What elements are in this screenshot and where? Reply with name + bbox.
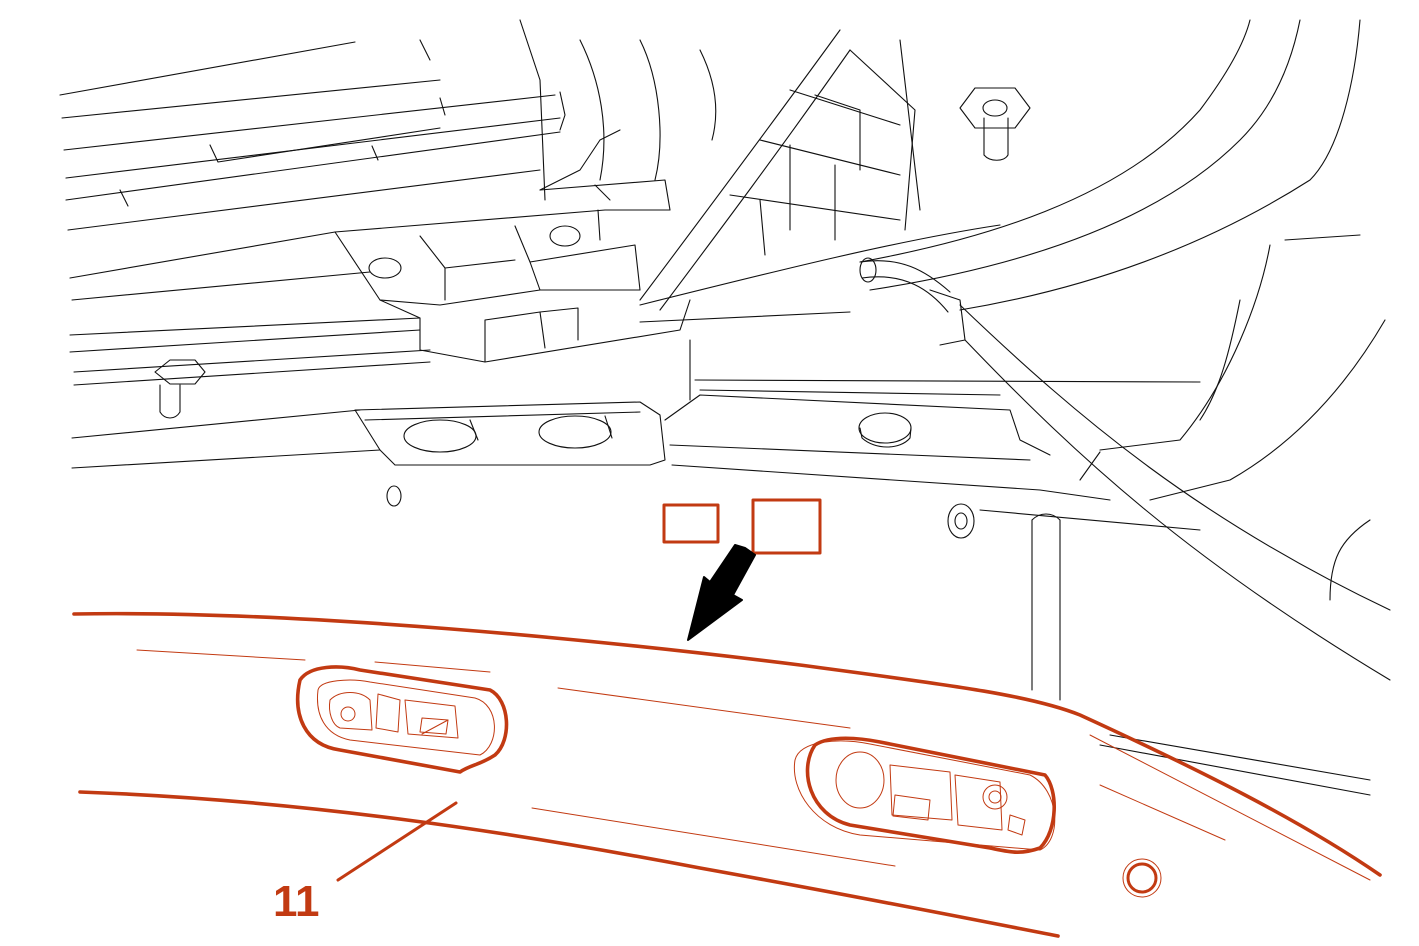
left-slot-detail xyxy=(316,679,495,756)
callout-leader-line xyxy=(336,801,458,882)
right-slot-detail xyxy=(793,740,1056,851)
callout-11: 11 xyxy=(273,801,458,926)
arrow-down-left-icon xyxy=(687,544,756,641)
vehicle-body-linework xyxy=(59,19,1391,796)
callout-label: 11 xyxy=(273,877,320,926)
highlighted-part-11 xyxy=(72,498,1382,938)
